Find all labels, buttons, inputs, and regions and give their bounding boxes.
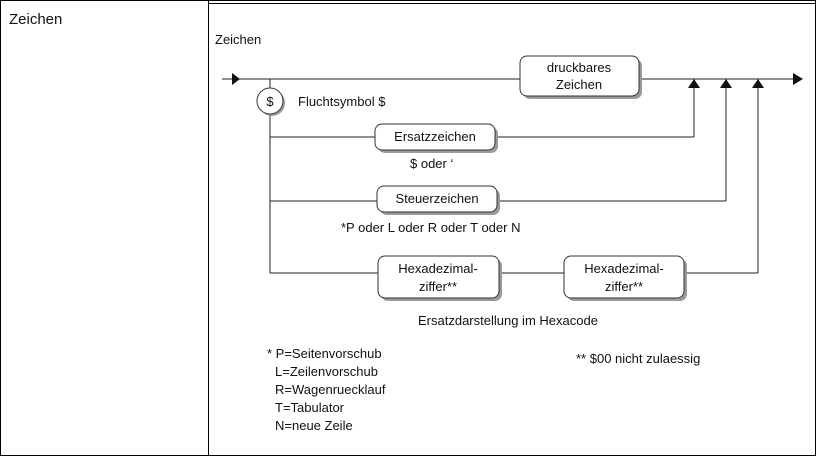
printable-char-line1: druckbares (547, 60, 612, 75)
column-divider (208, 0, 209, 456)
hex-digit-1-line1: Hexadezimal- (398, 261, 477, 276)
hex-digit-box-1 (377, 255, 500, 299)
legend-line: R=Wagenruecklauf (275, 382, 386, 397)
escape-symbol-circle (256, 87, 284, 115)
control-char-label: Steuerzeichen (395, 191, 478, 206)
row-label: Zeichen (9, 11, 63, 28)
hex-digit-2-line2: ziffer** (605, 279, 643, 294)
substitute-note: $ oder ‘ (410, 156, 453, 171)
branch-arrow-icon (720, 79, 732, 88)
hex-digit-2-line1: Hexadezimal- (584, 261, 663, 276)
entry-arrow-icon (232, 73, 240, 85)
diagram-title: Zeichen (215, 32, 261, 47)
branch-arrow-icon (752, 79, 764, 88)
escape-symbol: $ (266, 94, 274, 109)
substitute-char-box (374, 123, 496, 151)
hex-digit-box-2 (563, 255, 685, 299)
printable-char-line2: Zeichen (556, 77, 602, 92)
hex-digit-1-line2: ziffer** (419, 279, 457, 294)
branch-arrow-icon (688, 79, 700, 88)
control-note: *P oder L oder R oder T oder N (341, 220, 520, 235)
top-rule (208, 3, 816, 4)
legend-line: T=Tabulator (275, 400, 345, 415)
control-char-box (376, 185, 498, 213)
legend-line: L=Zeilenvorschub (275, 364, 378, 379)
printable-char-box (519, 55, 640, 97)
escape-label: Fluchtsymbol $ (298, 94, 386, 109)
footnote: ** $00 nicht zulaessig (576, 351, 700, 366)
legend-line: * P=Seitenvorschub (267, 346, 382, 361)
hex-note: Ersatzdarstellung im Hexacode (418, 313, 598, 328)
substitute-char-label: Ersatzzeichen (394, 129, 476, 144)
exit-arrow-icon (793, 73, 803, 85)
legend-line: N=neue Zeile (275, 418, 353, 433)
